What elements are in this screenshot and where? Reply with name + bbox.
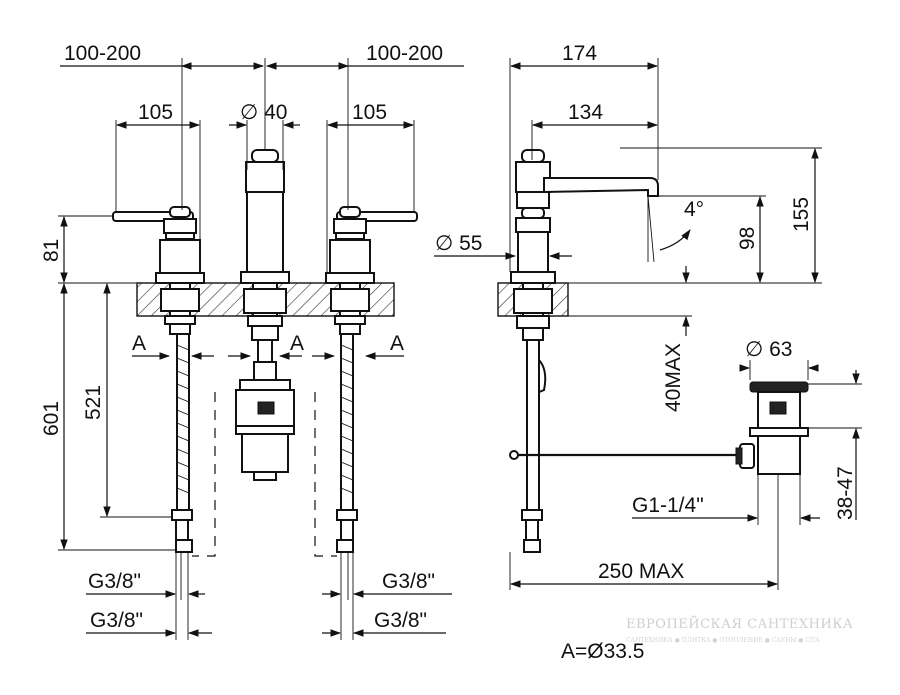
dim-hole-a-mid: A	[290, 332, 304, 355]
dim-hole-a-left: A	[132, 332, 146, 355]
left-valve	[112, 206, 205, 553]
dim-left-span: 100-200	[64, 42, 141, 65]
dim-left-handle: 105	[138, 101, 173, 124]
dim-shank-length: 521	[82, 385, 105, 420]
watermark-brand: ЕВРОПЕЙСКАЯ САНТЕХНИКА	[626, 615, 853, 632]
center-spout	[235, 149, 295, 481]
dim-right-span: 100-200	[366, 42, 443, 65]
dim-handle-height: 81	[40, 239, 63, 262]
dim-spout-angle: 4°	[684, 198, 704, 221]
side-view	[434, 58, 862, 590]
dim-hole-a-right: A	[390, 332, 404, 355]
dim-total-height: 155	[790, 197, 813, 232]
dim-deck-thickness: 40MAX	[662, 343, 685, 412]
dim-spout-dia: ∅ 40	[240, 101, 288, 124]
dim-waste-height: 38-47	[834, 466, 857, 520]
dim-hose-length: 601	[40, 401, 63, 436]
right-valve	[325, 206, 418, 553]
dim-side-reach: 134	[568, 101, 603, 124]
dim-hose-thread-left-1: G3/8"	[88, 570, 141, 593]
legend-a-definition: A=Ø33.5	[561, 640, 644, 663]
dim-hose-thread-right-1: G3/8"	[382, 570, 435, 593]
dim-spout-height: 98	[736, 227, 759, 250]
dim-waste-thread: G1-1/4"	[632, 494, 704, 517]
dim-hose-thread-right-2: G3/8"	[374, 609, 427, 632]
dim-base-dia: ∅ 55	[435, 232, 483, 255]
dim-side-width: 174	[562, 42, 597, 65]
dim-rod-length: 250 MAX	[598, 560, 684, 583]
waste-fitting	[735, 381, 809, 475]
front-view	[58, 58, 464, 640]
dim-waste-dia: ∅ 63	[745, 338, 793, 361]
dim-right-handle: 105	[352, 101, 387, 124]
dim-hose-thread-left-2: G3/8"	[90, 609, 143, 632]
watermark-tagline: САНТЕХНИКА ● ПЛИТКА ● ОТОПЛЕНИЕ ● САУНЫ …	[626, 637, 820, 644]
